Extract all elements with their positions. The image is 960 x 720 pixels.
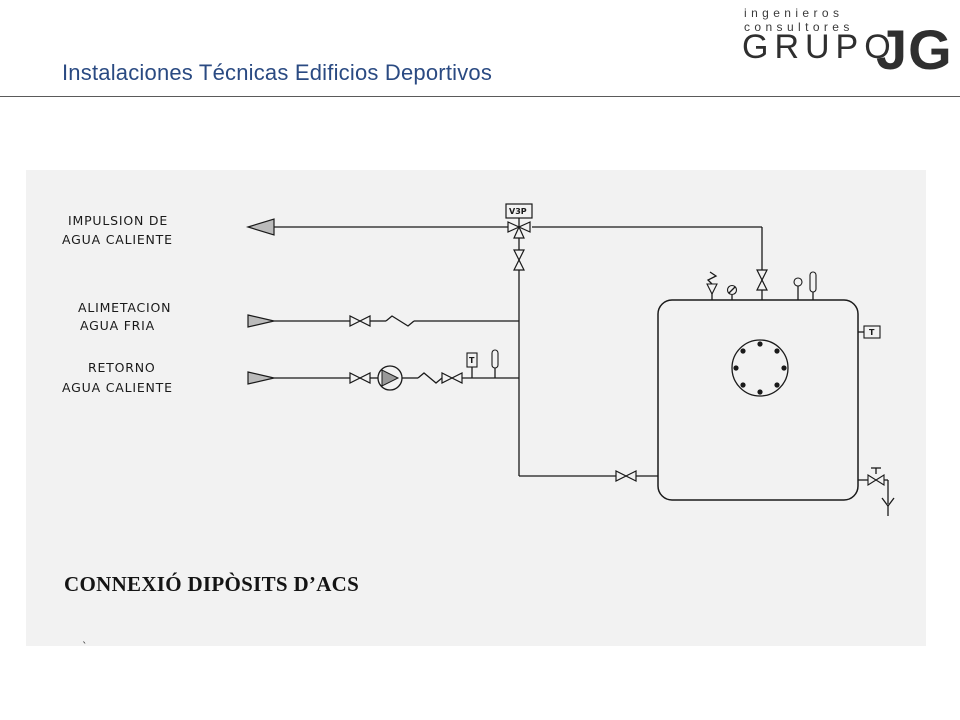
cold-water-supply-pipe xyxy=(247,314,519,328)
label-retorno-2: AGUA CALIENTE xyxy=(62,380,173,395)
v3p-label: V3P xyxy=(509,207,527,216)
logo-wordmark: GRUPO xyxy=(742,28,897,66)
impulsion-pipe xyxy=(245,218,763,270)
label-impulsion-1: IMPULSION DE xyxy=(68,213,168,228)
logo-mark: JG xyxy=(876,18,953,81)
header-divider xyxy=(0,96,960,97)
hydraulic-schematic: IMPULSION DE AGUA CALIENTE ALIMETACION A… xyxy=(62,203,895,516)
three-way-valve-v3p: V3P xyxy=(505,203,533,239)
label-retorno-1: RETORNO xyxy=(88,360,156,375)
logo-tagline: ingenieros consultores xyxy=(744,6,854,34)
vertical-riser xyxy=(513,238,658,482)
thermo-label-tank: T xyxy=(869,328,875,337)
manhole-icon xyxy=(731,339,789,397)
label-alimentacion-1: ALIMETACION xyxy=(78,300,171,315)
label-impulsion-2: AGUA CALIENTE xyxy=(62,232,173,247)
tank-thermometer-icon xyxy=(809,271,817,293)
sensor-icon xyxy=(793,277,803,287)
label-alimentacion-2: AGUA FRIA xyxy=(80,318,155,333)
thermo-label-return: T xyxy=(469,356,475,365)
safety-valve-icon xyxy=(706,283,718,296)
scan-artifact: ` xyxy=(82,640,88,653)
hot-water-tank: T xyxy=(657,269,895,516)
diagram-caption: CONNEXIÓ DIPÒSITS D’ACS xyxy=(64,572,360,596)
scanned-diagram: IMPULSION DE AGUA CALIENTE ALIMETACION A… xyxy=(26,170,926,653)
page-title: Instalaciones Técnicas Edificios Deporti… xyxy=(62,60,493,85)
hot-water-return-pipe: T xyxy=(247,349,519,391)
thermometer-icon xyxy=(491,349,499,369)
